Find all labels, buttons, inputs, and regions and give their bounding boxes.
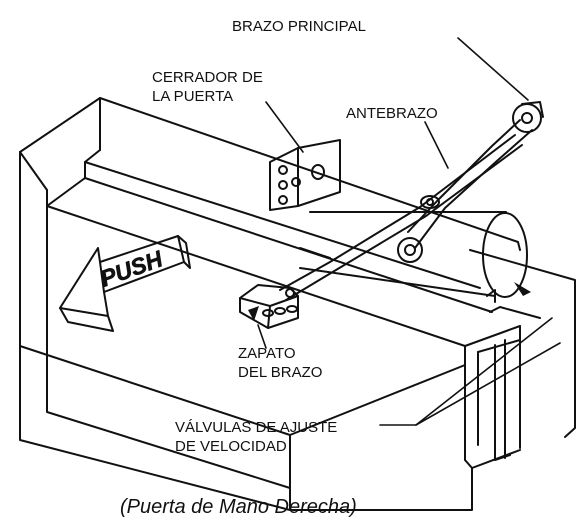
speed-valves-label-line1: VÁLVULAS DE AJUSTE: [175, 419, 338, 436]
arrowheads: [248, 282, 531, 321]
arm-shoe-label-line1: ZAPATO: [238, 345, 296, 362]
push-sign: PUSH: [59, 235, 191, 332]
door-closer-leader: [265, 101, 304, 153]
door-closer-label-line2: LA PUERTA: [152, 88, 234, 105]
leader-lines: [257, 37, 561, 426]
door: [19, 205, 521, 511]
diagram-caption: (Puerta de Mano Derecha): [120, 496, 357, 518]
speed-valves-label-line2: DE VELOCIDAD: [175, 438, 287, 455]
speed-valve-leader-2: [415, 342, 561, 426]
door-closer-label-line1: CERRADOR DE: [152, 69, 263, 86]
arm-shoe-label-line2: DEL BRAZO: [238, 364, 323, 381]
forearm-leader: [424, 121, 449, 169]
door-closer-body: [299, 211, 528, 303]
arm-shoe: [239, 284, 299, 329]
main-arm-leader: [457, 37, 529, 101]
forearm: [279, 134, 523, 301]
forearm-label: ANTEBRAZO: [346, 105, 438, 122]
door-frame: [19, 97, 576, 511]
door-closer-bracket: [269, 139, 341, 211]
main-arm-label: BRAZO PRINCIPAL: [232, 18, 366, 35]
arm-shoe-leader: [257, 324, 267, 349]
